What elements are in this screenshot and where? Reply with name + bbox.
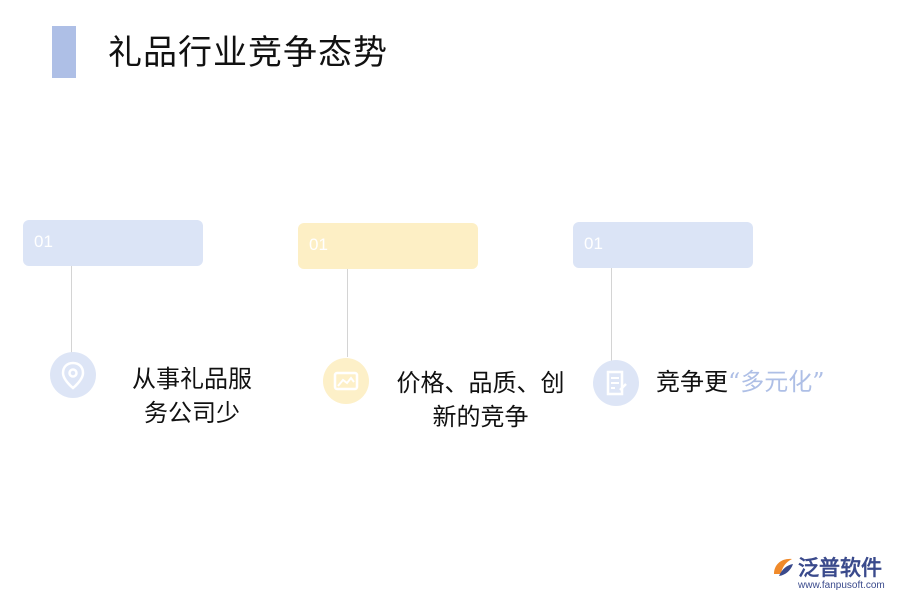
location-pin-icon: [50, 352, 96, 398]
item-3-number-box: 01: [573, 222, 753, 268]
item-3-text: 竞争更“多元化”: [656, 365, 825, 399]
item-2-number: 01: [309, 235, 328, 254]
logo-url: www.fanpusoft.com: [798, 580, 885, 591]
item-1-number-box: 01: [23, 220, 203, 266]
item-1-text-line2: 务公司少: [144, 399, 240, 427]
page-title: 礼品行业竞争态势: [108, 33, 388, 73]
image-frame-icon: [323, 358, 369, 404]
item-3-connector: [611, 268, 612, 362]
item-1-number: 01: [34, 232, 53, 251]
item-2-number-box: 01: [298, 223, 478, 269]
fanpu-logo-icon: [774, 558, 793, 576]
item-3-text-highlight: “多元化”: [728, 368, 825, 396]
item-3-text-prefix: 竞争更: [656, 368, 728, 396]
item-1-text-line1: 从事礼品服: [132, 365, 252, 393]
item-2-text: 价格、品质、创 新的竞争: [378, 366, 583, 434]
item-1-text: 从事礼品服 务公司少: [112, 362, 272, 430]
title-accent-bar: [52, 26, 76, 78]
item-3-number: 01: [584, 234, 603, 253]
item-2-text-line1: 价格、品质、创: [396, 369, 565, 397]
fanpu-logo: 泛普软件 www.fanpusoft.com: [770, 552, 895, 598]
item-2-text-line2: 新的竞争: [432, 403, 529, 431]
document-edit-icon: [593, 360, 639, 406]
item-2-connector: [347, 269, 348, 357]
item-1-connector: [71, 266, 72, 354]
logo-name: 泛普软件: [798, 556, 882, 580]
